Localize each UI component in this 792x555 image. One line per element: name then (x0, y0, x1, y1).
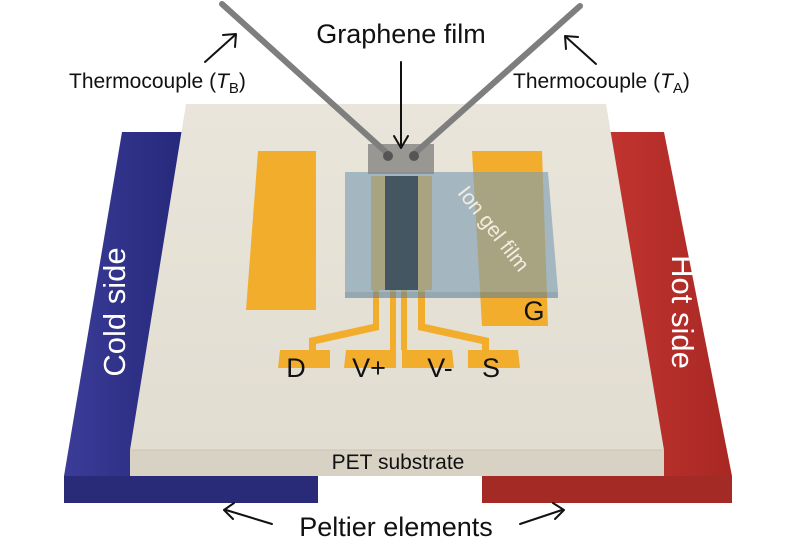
vplus-lead (390, 286, 396, 350)
probe-b (219, 1, 391, 157)
probe-a-tip (409, 151, 419, 161)
vminus-lead (401, 286, 407, 350)
ion-gel-side (345, 292, 558, 298)
peltier-elements-label: Peltier elements (299, 512, 493, 542)
cold-side-front (64, 476, 318, 503)
thermocouple-a-label: Thermocouple (TA) (513, 70, 690, 97)
hot-side-front (482, 476, 732, 503)
cold-side-label: Cold side (97, 247, 132, 376)
electrode-s-label: S (482, 353, 500, 383)
thermocouple-probes (219, 1, 583, 161)
drain-pad (246, 151, 316, 310)
electrode-g-label: G (523, 296, 544, 326)
probe-b-tip (383, 151, 393, 161)
drain-lead (309, 286, 379, 352)
thermocouple-b-arrow-line (204, 34, 236, 63)
peltier-left-arrow-line (225, 509, 273, 525)
peltier-right-arrow-line (519, 509, 563, 525)
ion-gel-top (345, 172, 558, 292)
vminus-bottom-pad (402, 350, 454, 368)
electrode-d-label: D (286, 353, 306, 383)
thermocouple-a-arrow-line (565, 36, 597, 65)
source-lead (418, 286, 489, 352)
pointer-arrows (204, 33, 597, 525)
probe-a (411, 3, 583, 157)
thermocouple-b-label: Thermocouple (TB) (69, 70, 246, 97)
hot-side-label: Hot side (665, 255, 700, 369)
pet-substrate-label: PET substrate (332, 451, 465, 474)
graphene-film-label: Graphene film (316, 19, 486, 49)
graphene-arrow-head (393, 135, 409, 149)
peltier-right-arrow-head (552, 502, 565, 520)
peltier-left-arrow-head (223, 502, 235, 520)
drain-bottom-pad (278, 350, 330, 368)
ion-gel-film (345, 172, 558, 298)
source-bottom-pad (468, 350, 520, 368)
electrode-vminus-label: V- (427, 353, 453, 383)
thermocouple-b-arrow-head (222, 33, 237, 48)
vplus-bottom-pad (344, 350, 396, 368)
thermocouple-a-arrow-head (564, 35, 579, 50)
substrate-front (130, 450, 664, 476)
graphene-channel (385, 176, 418, 290)
electrode-vplus-label: V+ (352, 353, 386, 383)
